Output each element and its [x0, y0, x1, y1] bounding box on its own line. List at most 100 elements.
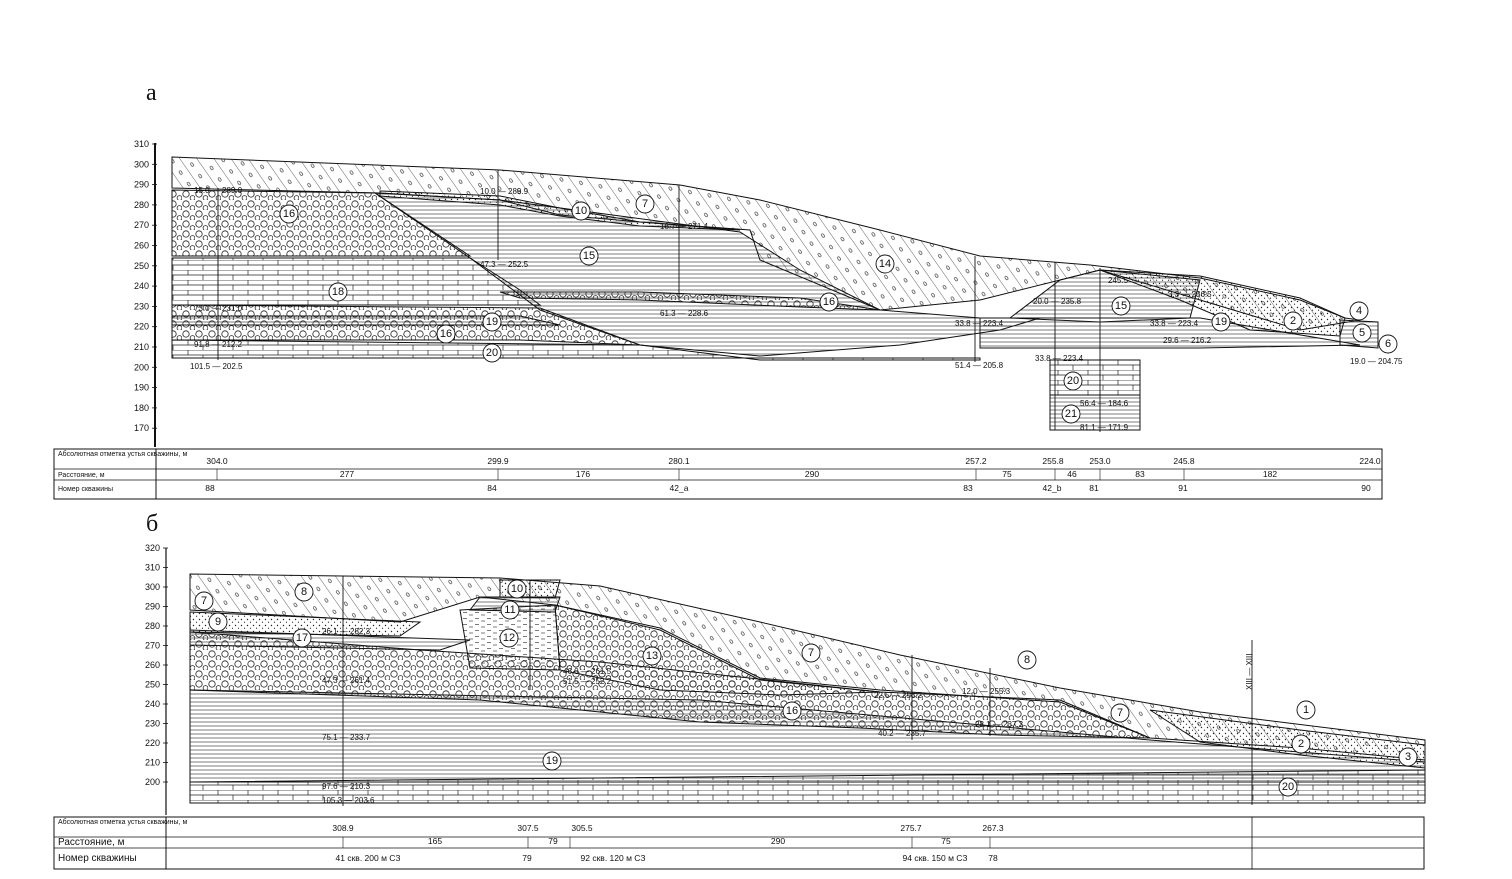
- layer-number: 17: [296, 632, 308, 644]
- row-label-well-a: Номер скважины: [58, 486, 113, 493]
- y-tick-label: 260: [145, 660, 160, 670]
- table-cell-distances: 46: [1067, 469, 1077, 479]
- table-cell-wells: 91: [1178, 483, 1188, 493]
- table-cell-distances: 290: [805, 469, 819, 479]
- layer-number-circle: [482, 343, 502, 363]
- y-tick-label: 270: [145, 641, 160, 651]
- layer-number: 8: [301, 586, 307, 598]
- well-depth-label: 10.0 — 289.9: [480, 187, 529, 196]
- y-tick-label: 230: [145, 719, 160, 729]
- panel-b: б 32031030029028027026025024023022021020…: [53, 511, 1426, 870]
- y-tick-label: 220: [134, 322, 149, 332]
- well-depth-label: 81.1 — 171.9: [1080, 423, 1129, 432]
- row-label-dist-b: Расстояние, м: [58, 837, 125, 848]
- layer-number-circle: [208, 612, 228, 632]
- table-cell-elevations: 224.0: [1359, 456, 1381, 466]
- layer-number-circle: [507, 579, 527, 599]
- table-cell-wells: 94 скв. 150 м СЗ: [903, 853, 968, 863]
- layer-number: 15: [583, 250, 595, 262]
- table-cell-wells: 79: [522, 853, 532, 863]
- table-cell-distances: 79: [548, 836, 558, 846]
- well-depth-label: 101.5 — 202.5: [190, 362, 243, 371]
- table-cell-elevations: 305.5: [571, 823, 593, 833]
- table-cell-wells: 83: [963, 483, 973, 493]
- layer-number: 12: [503, 632, 515, 644]
- table-cell-wells: 81: [1089, 483, 1099, 493]
- row-label-elev-a: Абсолютная отметка устья скважины, м: [58, 450, 187, 458]
- layer-number-circle: [436, 324, 456, 344]
- layer-number: 16: [283, 208, 295, 220]
- layer-number: 5: [1359, 327, 1365, 339]
- layer-number-circle: [1352, 323, 1372, 343]
- y-tick-label: 250: [145, 680, 160, 690]
- well-depth-label: 75.1 — 233.7: [322, 733, 371, 742]
- layer-number-circle: [801, 643, 821, 663]
- well-depth-label: 47.3 — 261.4: [322, 676, 371, 685]
- table-cell-distances: 75: [941, 836, 951, 846]
- layer-number: 19: [1215, 316, 1227, 328]
- well-depth-label: 22.5 — 253.2: [874, 691, 923, 700]
- y-tick-label: 210: [134, 342, 149, 352]
- table-cell-wells: 42_а: [670, 483, 689, 493]
- y-tick-label: 260: [134, 241, 149, 251]
- table-cell-elevations: 275.7: [900, 823, 922, 833]
- layer-number-circle: [1349, 301, 1369, 321]
- layer-number-circle: [328, 282, 348, 302]
- layer-number: 2: [1298, 738, 1304, 750]
- layer-number: 8: [1024, 654, 1030, 666]
- well-depth-label: 61.3 — 228.6: [660, 309, 709, 318]
- wells-a: [217, 170, 1101, 432]
- layer-number: 18: [332, 286, 344, 298]
- table-cell-elevations: 307.5: [517, 823, 539, 833]
- y-tick-label: 240: [145, 699, 160, 709]
- table-cell-wells: 90: [1361, 483, 1371, 493]
- layer-number: 10: [511, 583, 523, 595]
- table-cell-elevations: 257.2: [965, 456, 987, 466]
- layer-number-circle: [875, 254, 895, 274]
- layers-b: [189, 573, 1426, 804]
- well-depth-label: 40.2 — 235.7: [878, 729, 927, 738]
- y-tick-label: 220: [145, 738, 160, 748]
- well-depth-label: 18.7 — 271.4: [660, 222, 709, 231]
- y-tick-label: 310: [145, 563, 160, 573]
- layer-number: 3: [1405, 751, 1411, 763]
- layer-number: 2: [1290, 315, 1296, 327]
- layer-number: 7: [808, 647, 814, 659]
- y-tick-label: 320: [145, 543, 160, 553]
- layers-a: [171, 156, 1379, 431]
- table-cell-elevations: 280.1: [668, 456, 690, 466]
- layer-number-circle: [571, 201, 591, 221]
- layer-number-circle: [279, 204, 299, 224]
- table-cell-wells: 92 скв. 120 м СЗ: [581, 853, 646, 863]
- layer-number-circle: [1061, 404, 1081, 424]
- layer-number: 6: [1385, 338, 1391, 350]
- layer-number-circle: [1211, 312, 1231, 332]
- panel-a: а 31030029028027026025024023022021020019…: [53, 80, 1403, 500]
- wells-b: [342, 576, 1253, 806]
- layer-number-circle: [819, 292, 839, 312]
- well-depth-label: 3.3 — 236.5: [1168, 290, 1212, 299]
- layer-number: 1: [1303, 704, 1309, 716]
- layer-number: 7: [201, 595, 207, 607]
- well-depth-label: 26.1 — 282.3: [322, 627, 371, 636]
- layer-number: 20: [1067, 375, 1079, 387]
- table-cell-wells: 42_b: [1043, 483, 1062, 493]
- layer-number-circle: [194, 591, 214, 611]
- y-tick-label: 230: [134, 301, 149, 311]
- row-label-well-b: Номер скважины: [58, 853, 137, 864]
- table-cell-wells: 84: [487, 483, 497, 493]
- layer-number: 13: [646, 650, 658, 662]
- layer-number-circle: [1283, 311, 1303, 331]
- panel-letter-b: б: [146, 511, 158, 537]
- table-b: Абсолютная отметка устья скважины, м Рас…: [53, 816, 1425, 870]
- layer-number-circle: [1111, 296, 1131, 316]
- layer-number-circle: [1398, 747, 1418, 767]
- y-tick-label: 180: [134, 403, 149, 413]
- table-cell-elevations: 255.8: [1042, 456, 1064, 466]
- table-cell-distances: 75: [1002, 469, 1012, 479]
- table-cell-elevations: 267.3: [982, 823, 1004, 833]
- layer-number-circle: [500, 600, 520, 620]
